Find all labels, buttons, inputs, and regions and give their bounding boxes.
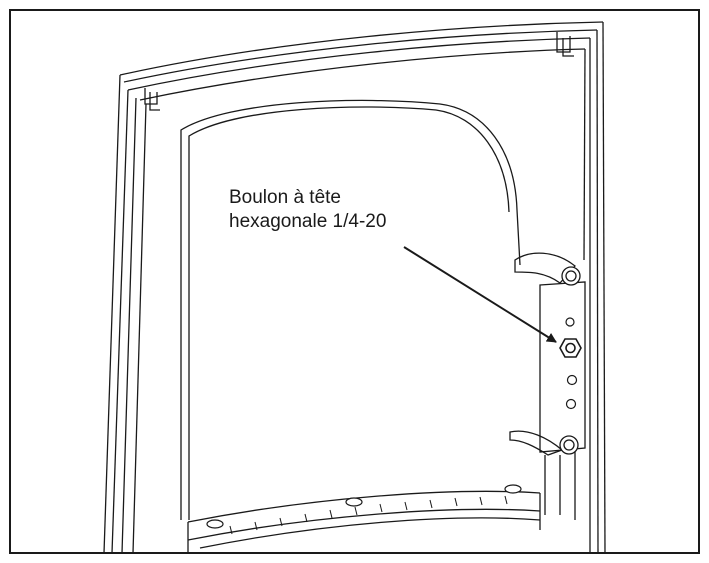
door-frame bbox=[103, 21, 606, 554]
hex-bolt-icon bbox=[559, 338, 582, 358]
callout-line-1: Boulon à tête bbox=[229, 187, 341, 208]
callout-arrow bbox=[403, 246, 557, 343]
hole-upper bbox=[565, 317, 575, 327]
hole-lower bbox=[565, 398, 577, 410]
hole-middle bbox=[566, 374, 578, 386]
callout-line-2: hexagonale 1/4-20 bbox=[229, 211, 387, 232]
bottom-rail bbox=[187, 490, 541, 553]
rail-vents bbox=[229, 495, 508, 535]
bracket-holes bbox=[565, 317, 578, 410]
figure-border bbox=[9, 9, 700, 554]
hinge-bolt-bottom bbox=[559, 435, 579, 455]
side-bracket bbox=[509, 252, 586, 520]
hinge-bolt-top bbox=[561, 266, 581, 286]
hex-bolt-callout: Boulon à tête hexagonale 1/4-20 bbox=[229, 186, 386, 234]
glass-arch-panel bbox=[180, 99, 521, 520]
rail-nuts bbox=[206, 484, 522, 529]
